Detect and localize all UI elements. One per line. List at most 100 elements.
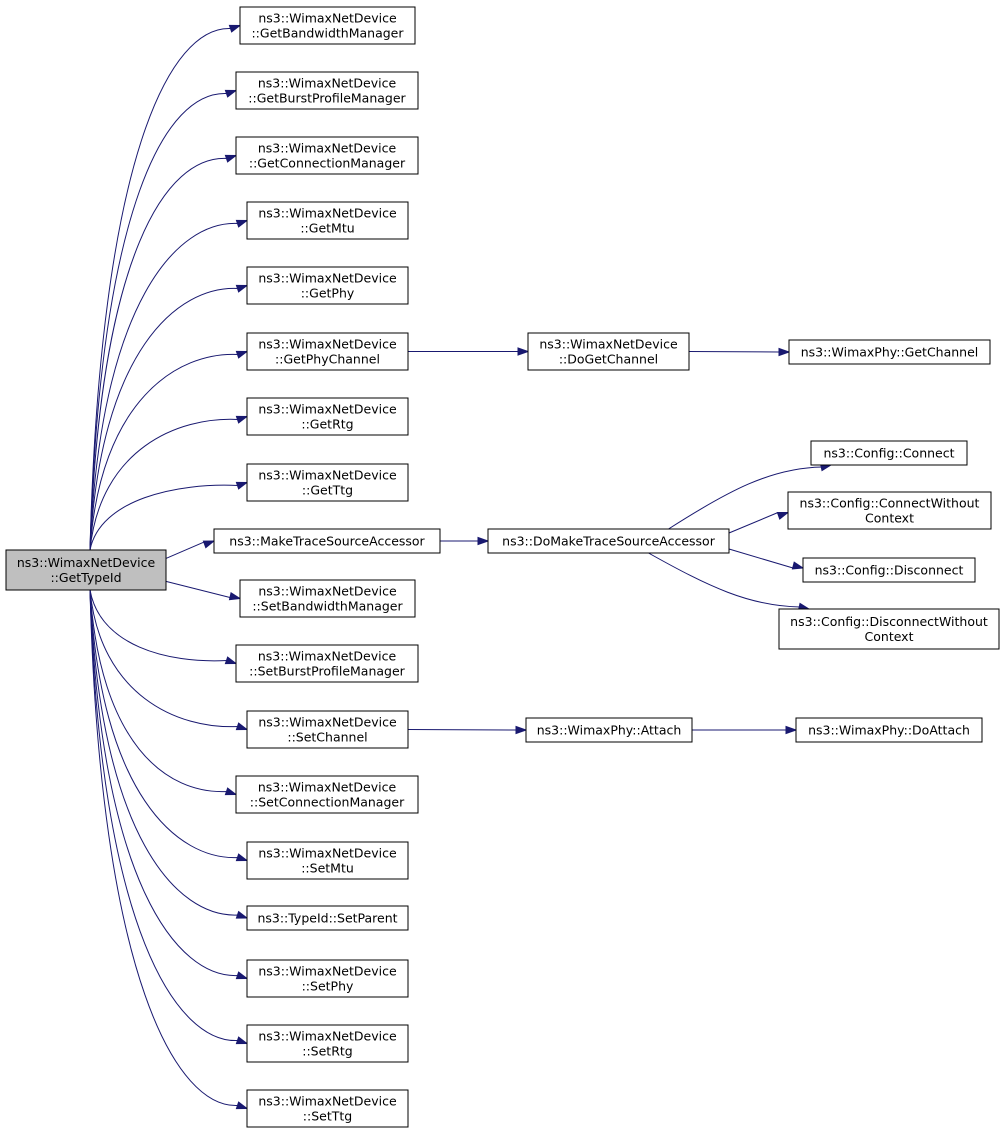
graph-node[interactable]: ns3::Config::Connect [810, 440, 968, 466]
node-label-line: ::SetMtu [301, 861, 354, 876]
graph-node[interactable]: ns3::WimaxNetDevice::GetPhyChannel [246, 332, 409, 371]
node-label-line: ::SetTtg [303, 1109, 352, 1124]
graph-node[interactable]: ns3::WimaxNetDevice::GetPhy [246, 266, 409, 305]
graph-node[interactable]: ns3::WimaxNetDevice::GetTtg [246, 463, 409, 502]
graph-node[interactable]: ns3::WimaxNetDevice::GetBandwidthManager [239, 6, 416, 45]
node-label-line: ::SetBurstProfileManager [249, 664, 406, 679]
edge-sch-to-watt [407, 729, 517, 731]
node-box [213, 528, 441, 554]
node-label-line: ::SetChannel [287, 730, 367, 745]
node-box [810, 440, 968, 466]
node-label-line: ::GetTtg [302, 483, 353, 498]
edge-root-to-sbm [165, 580, 231, 598]
graph-node[interactable]: ns3::WimaxNetDevice::GetConnectionManage… [235, 136, 419, 175]
node-box [246, 905, 409, 931]
graph-node[interactable]: ns3::WimaxNetDevice::SetBandwidthManager [239, 579, 416, 618]
node-label-line: ns3::Config::ConnectWithout [800, 496, 980, 511]
edge-dmtsa-to-cdisc [728, 548, 794, 569]
graph-node[interactable]: ns3::WimaxNetDevice::SetBurstProfileMana… [235, 644, 419, 683]
graph-node[interactable]: ns3::WimaxNetDevice::SetMtu [246, 841, 409, 880]
node-label-line: ns3::DoMakeTraceSourceAccessor [502, 534, 716, 549]
node-box [802, 557, 976, 583]
edge-arrowhead [235, 971, 249, 980]
edge-arrowhead [776, 511, 790, 520]
graph-node[interactable]: ns3::WimaxNetDevice::SetConnectionManage… [235, 775, 419, 814]
node-label-line: ns3::WimaxPhy::GetChannel [801, 345, 979, 360]
node-box [239, 6, 416, 45]
node-box [246, 710, 409, 749]
graph-node[interactable]: ns3::WimaxPhy::GetChannel [788, 339, 991, 365]
edge-arrowhead [235, 1101, 249, 1110]
graph-node[interactable]: ns3::WimaxNetDevice::GetBurstProfileMana… [235, 71, 419, 110]
graph-node[interactable]: ns3::TypeId::SetParent [246, 905, 409, 931]
edge-arrowhead [235, 284, 249, 293]
graph-node[interactable]: ns3::WimaxNetDevice::SetTtg [246, 1089, 409, 1128]
node-label-line: ns3::MakeTraceSourceAccessor [229, 534, 425, 549]
graph-node[interactable]: ns3::DoMakeTraceSourceAccessor [487, 528, 730, 554]
graph-node[interactable]: ns3::WimaxNetDevice::GetMtu [246, 201, 409, 240]
node-label-line: ::GetMtu [300, 221, 354, 236]
node-box [246, 1024, 409, 1063]
node-box [246, 841, 409, 880]
edge-root-to-sttg [89, 589, 239, 1107]
edge-arrowhead [515, 725, 528, 735]
node-label-line: ns3::WimaxNetDevice [258, 206, 397, 221]
edge-arrowhead [791, 561, 805, 570]
graph-node[interactable]: ns3::WimaxPhy::Attach [525, 717, 693, 743]
graph-node[interactable]: ns3::WimaxNetDevice::SetPhy [246, 959, 409, 998]
node-label-line: ::SetPhy [302, 979, 354, 994]
edge-arrowhead [235, 350, 249, 359]
edge-arrowhead [235, 415, 249, 424]
edge-arrowhead [228, 24, 242, 33]
edge-arrowhead [235, 219, 249, 228]
node-box [5, 549, 167, 591]
edge-dgch-to-wgch [688, 351, 780, 353]
node-label-line: ns3::WimaxNetDevice [258, 649, 397, 664]
node-label-line: ::GetBandwidthManager [251, 26, 404, 41]
node-label-line: ns3::TypeId::SetParent [257, 911, 397, 926]
edge-dmtsa-to-cdiscwc [648, 552, 801, 608]
root-node[interactable]: ns3::WimaxNetDevice::GetTypeId [5, 549, 167, 591]
edge-root-to-gbm [89, 27, 232, 551]
node-label-line: ::DoGetChannel [559, 352, 658, 367]
graph-node[interactable]: ns3::WimaxNetDevice::SetRtg [246, 1024, 409, 1063]
edge-dmtsa-to-cconn [668, 466, 823, 530]
node-box [235, 71, 419, 110]
node-box [246, 397, 409, 436]
edge-root-to-smtu [89, 589, 239, 859]
edge-arrowhead [228, 592, 242, 601]
graph-node[interactable]: ns3::WimaxPhy::DoAttach [795, 717, 983, 743]
edge-arrowhead [224, 89, 238, 98]
node-box [787, 491, 992, 530]
node-label-line: ::SetConnectionManager [250, 795, 405, 810]
node-box [235, 775, 419, 814]
node-box [235, 644, 419, 683]
graph-node[interactable]: ns3::Config::Disconnect [802, 557, 976, 583]
graph-node[interactable]: ns3::WimaxNetDevice::GetRtg [246, 397, 409, 436]
edge-dmtsa-to-cconnwc [728, 512, 779, 534]
edge-arrowhead [785, 725, 798, 735]
node-label-line: ns3::WimaxNetDevice [258, 141, 397, 156]
edge-arrowhead [235, 853, 249, 862]
node-box [246, 266, 409, 305]
edge-arrowhead [235, 722, 249, 731]
node-label-line: ::GetTypeId [50, 570, 121, 585]
node-label-line: Context [865, 629, 914, 644]
node-label-line: ns3::WimaxNetDevice [258, 337, 397, 352]
node-box [239, 579, 416, 618]
node-label-line: ns3::WimaxNetDevice [258, 584, 397, 599]
node-label-line: ns3::Config::Connect [823, 446, 954, 461]
node-label-line: ::SetBandwidthManager [252, 599, 403, 614]
graph-node[interactable]: ns3::WimaxNetDevice::DoGetChannel [527, 332, 690, 371]
graph-node[interactable]: ns3::WimaxNetDevice::SetChannel [246, 710, 409, 749]
edge-root-to-scm [89, 589, 228, 793]
edge-root-to-sbpm [89, 589, 228, 662]
node-label-line: ns3::WimaxNetDevice [17, 555, 156, 570]
edge-arrowhead [778, 347, 791, 357]
node-box [246, 959, 409, 998]
edge-arrowhead [224, 787, 238, 796]
graph-node[interactable]: ns3::MakeTraceSourceAccessor [213, 528, 441, 554]
edge-root-to-grtg [89, 418, 239, 551]
